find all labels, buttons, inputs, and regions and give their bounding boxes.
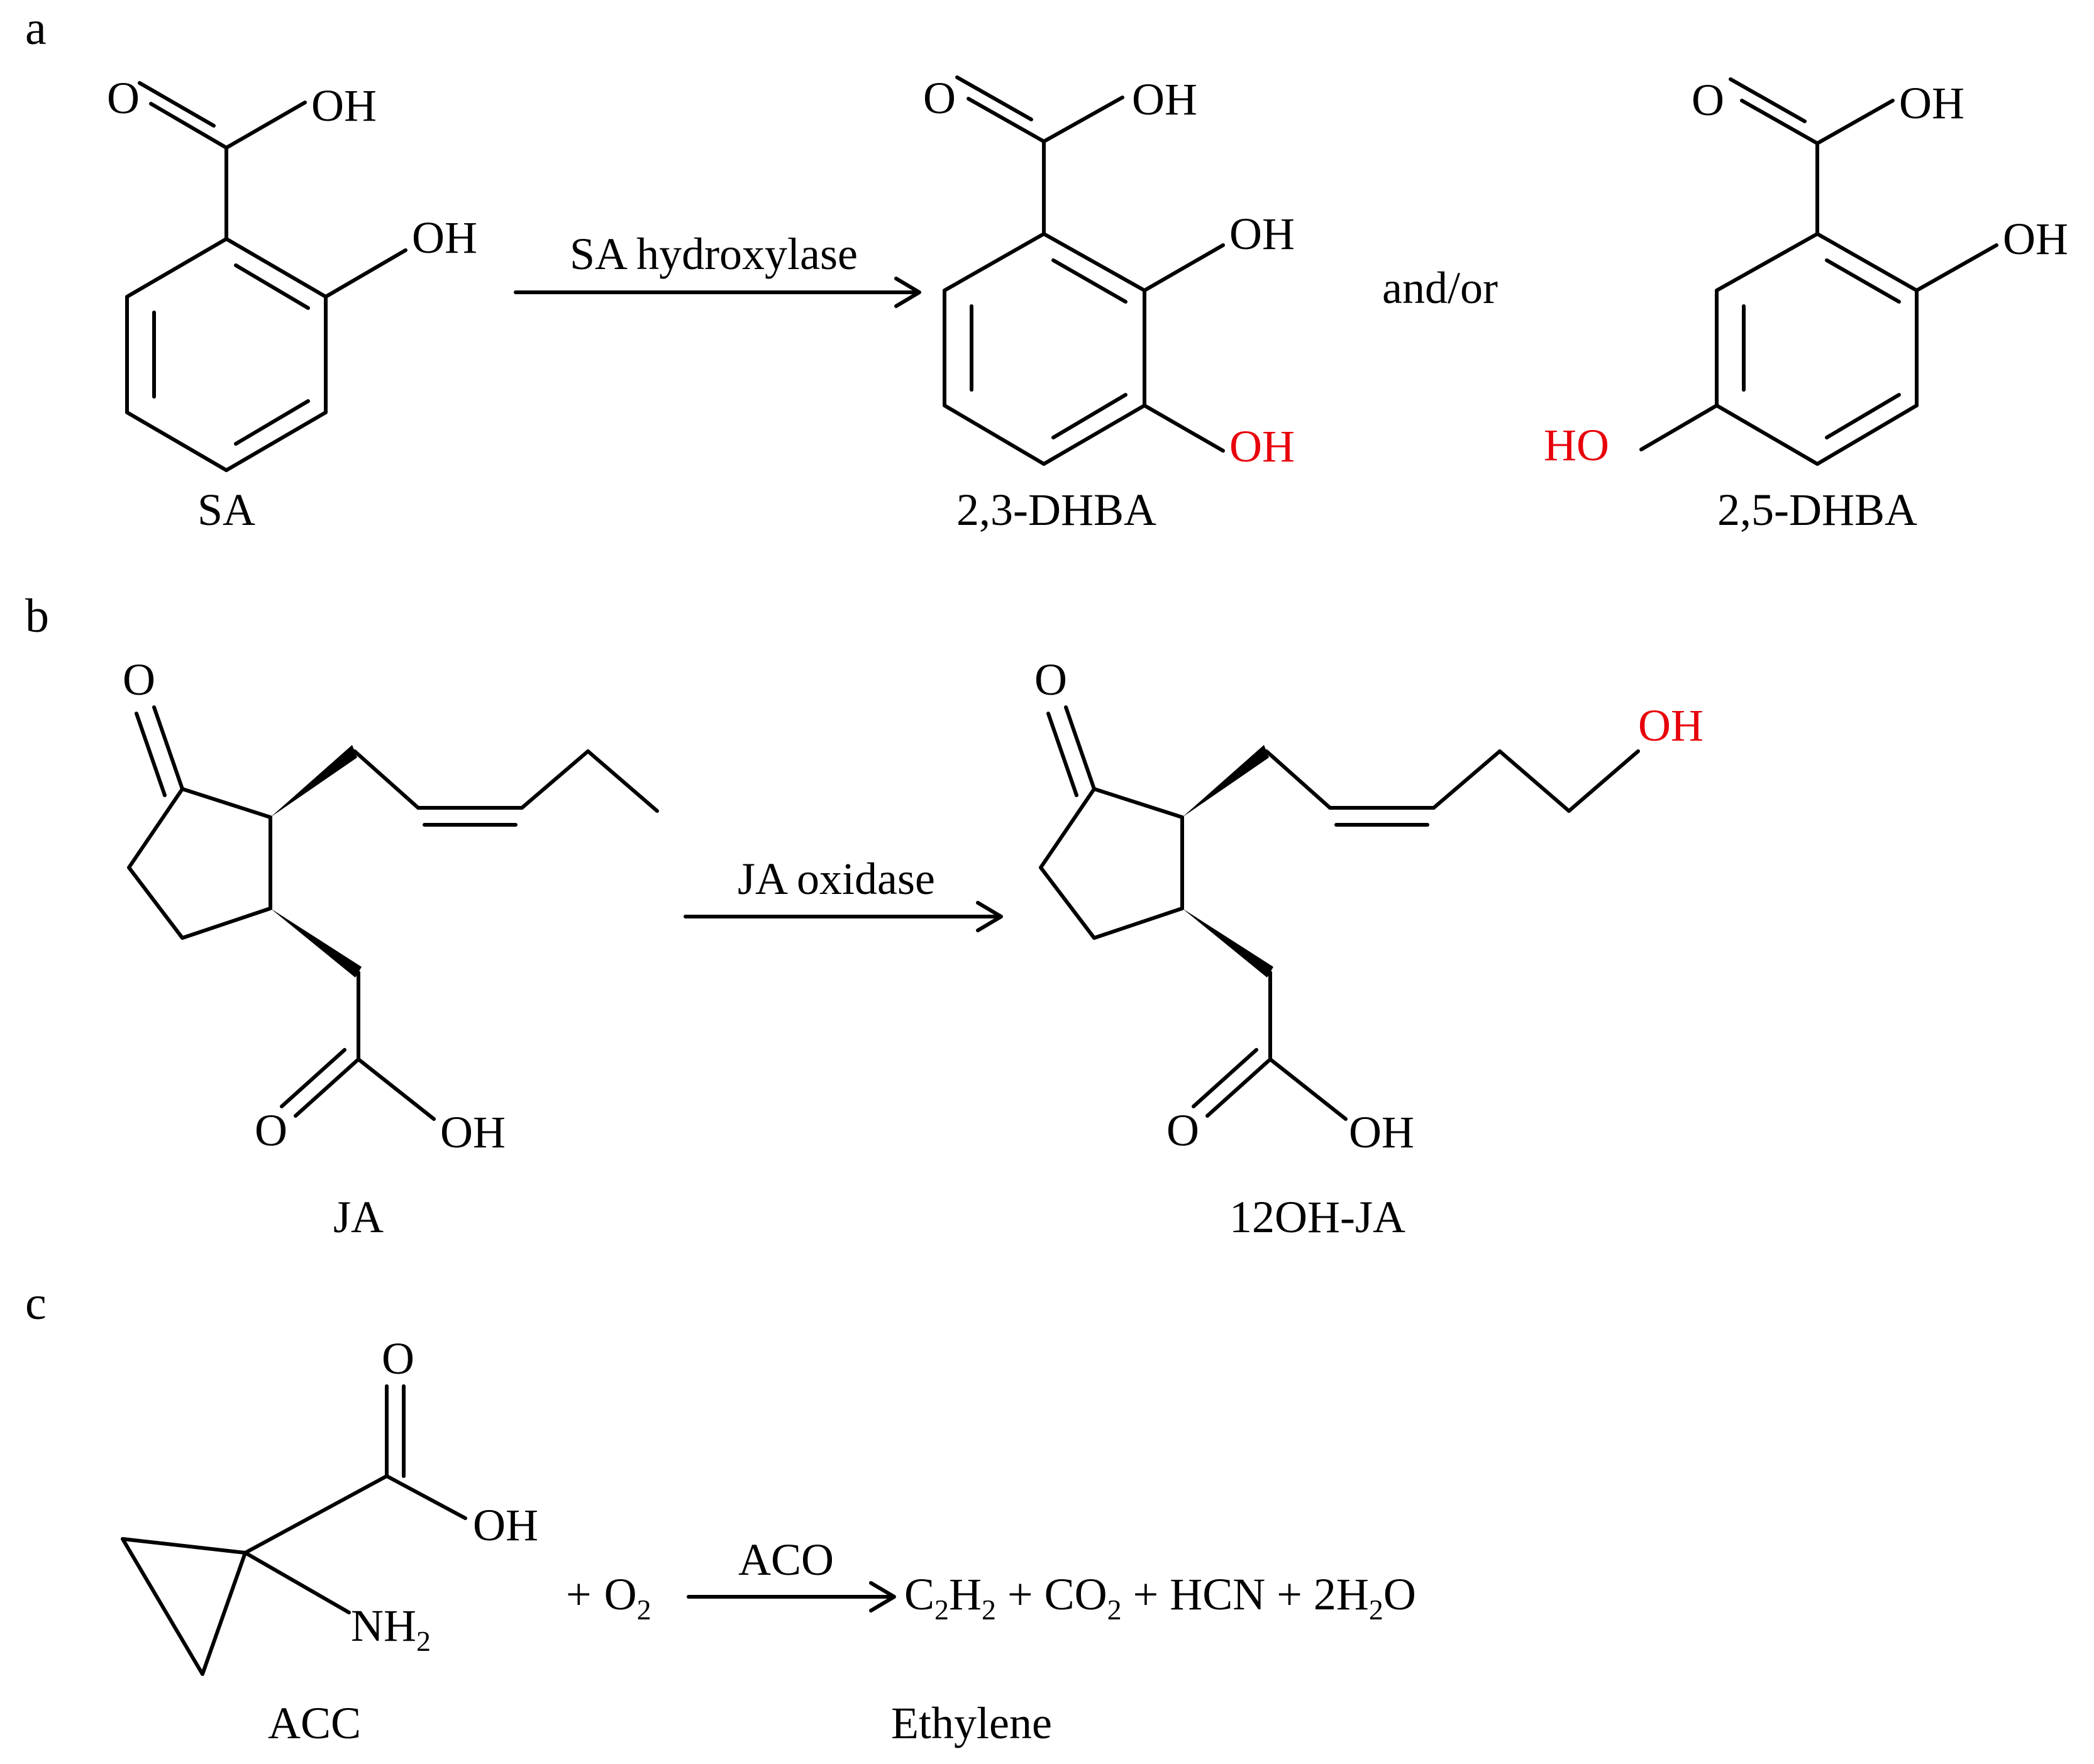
ethylene-label: Ethylene: [891, 1698, 1052, 1748]
panel-a-letter: a: [25, 2, 47, 55]
ja-ketone-o: O: [123, 654, 155, 705]
ohja-acid-oh: OH: [1349, 1107, 1414, 1157]
acc-label: ACC: [268, 1698, 361, 1748]
sa-carbonyl-o: O: [107, 73, 140, 123]
ja-structure: O O OH: [123, 654, 659, 1157]
dhba23-oh-2: OH: [1229, 209, 1295, 259]
dhba25-carbonyl-o: O: [1692, 75, 1724, 125]
aco-label: ACO: [738, 1535, 834, 1585]
dhba25-ho-5-highlighted: HO: [1544, 420, 1609, 470]
aco-arrow: ACO: [687, 1535, 896, 1612]
ja-label: JA: [333, 1192, 384, 1242]
oh-ja-structure: O OH O OH: [1034, 654, 1703, 1157]
sa-structure: O OH OH: [107, 73, 477, 472]
oh-ja-label: 12OH-JA: [1229, 1192, 1405, 1242]
ja-acid-oh: OH: [440, 1107, 506, 1157]
dhba25-oh-2: OH: [2003, 214, 2068, 264]
dhba23-oh-3-highlighted: OH: [1229, 421, 1295, 471]
ja-oxidase-label: JA oxidase: [738, 854, 935, 904]
panel-a: a O OH OH SA SA hydroxylase: [25, 2, 2068, 535]
ohja-terminal-oh-highlighted: OH: [1638, 700, 1703, 751]
acc-amino-group: NH2: [351, 1601, 431, 1657]
acc-carbonyl-o: O: [382, 1333, 414, 1384]
panel-b: b O O OH JA JA oxidase: [25, 590, 1703, 1242]
dhba-25-structure: O OH OH HO: [1544, 75, 2068, 470]
dhba23-carbonyl-o: O: [923, 73, 956, 123]
panel-c-letter: c: [25, 1277, 47, 1330]
dhba-25-label: 2,5-DHBA: [1717, 485, 1917, 535]
sa-hydroxylase-arrow: SA hydroxylase: [514, 229, 921, 308]
ethylene-formula-c: C: [904, 1569, 934, 1619]
sa-phenol-oh: OH: [412, 212, 477, 263]
sa-hydroxylase-label: SA hydroxylase: [570, 229, 858, 279]
acc-structure: O OH NH2: [121, 1333, 538, 1676]
acc-acid-oh: OH: [473, 1500, 538, 1550]
ohja-ketone-o: O: [1034, 654, 1067, 705]
panel-b-letter: b: [25, 590, 49, 642]
dhba-23-label: 2,3-DHBA: [956, 485, 1156, 535]
ohja-acid-o: O: [1166, 1105, 1199, 1155]
sa-acid-oh: OH: [311, 80, 377, 131]
panel-c: c O OH NH2 ACC +O2 ACO C2H2+CO2+HCN+2H2O…: [25, 1277, 1416, 1748]
dhba-23-structure: O OH OH OH: [923, 73, 1295, 471]
products-equation: C2H2+CO2+HCN+2H2O: [904, 1569, 1416, 1626]
oxygen-reactant: +O2: [566, 1569, 651, 1626]
dhba23-acid-oh: OH: [1132, 74, 1197, 124]
and-or-connector: and/or: [1382, 263, 1498, 313]
dhba25-acid-oh: OH: [1899, 78, 1964, 128]
ja-oxidase-arrow: JA oxidase: [684, 854, 1003, 932]
sa-label: SA: [197, 485, 255, 535]
ja-acid-o: O: [255, 1105, 287, 1155]
